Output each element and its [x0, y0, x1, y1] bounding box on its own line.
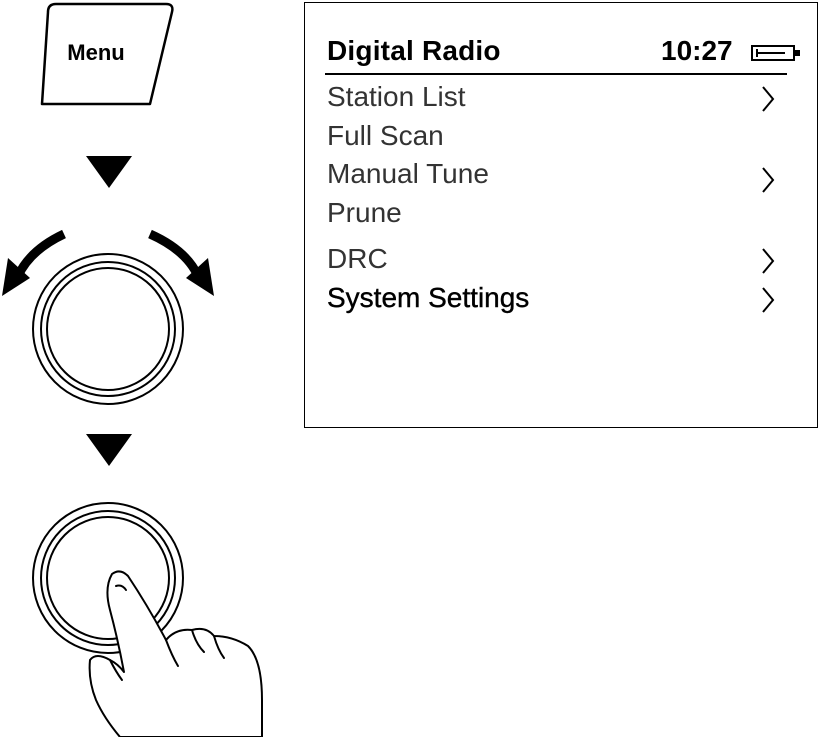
triangle-down-icon: [86, 434, 132, 466]
menu-item-label: Full Scan: [327, 120, 444, 151]
instruction-illustration: Menu: [2, 2, 263, 737]
menu-item-full-scan[interactable]: Full Scan: [327, 120, 782, 156]
menu-item-drc[interactable]: DRC: [327, 243, 782, 279]
menu-item-label: Prune: [327, 197, 402, 228]
menu-item-label: System Settings: [327, 282, 530, 313]
display-time: 10:27: [661, 35, 733, 66]
menu-item-station-list[interactable]: Station List: [327, 81, 782, 117]
radio-display: Digital Radio 10:27 Station List Full Sc…: [304, 2, 818, 428]
menu-item-label: Station List: [327, 81, 466, 112]
menu-item-label: Manual Tune: [327, 158, 489, 189]
battery-icon: [751, 45, 800, 61]
menu-button-label: Menu: [67, 40, 124, 65]
menu-item-system-settings[interactable]: System Settings: [327, 282, 782, 318]
pointing-hand-icon: [88, 570, 263, 737]
triangle-down-icon: [86, 156, 132, 188]
chevron-right-icon: [762, 86, 775, 112]
display-header: Digital Radio 10:27: [325, 33, 800, 75]
menu-list: Station List Full Scan Manual Tune Prune…: [327, 3, 797, 429]
menu-item-label: DRC: [327, 243, 388, 274]
rotate-right-arrow-icon: [148, 229, 214, 296]
display-title: Digital Radio: [327, 35, 501, 66]
chevron-right-icon: [762, 248, 775, 274]
knob-icon[interactable]: [32, 253, 184, 405]
menu-item-prune[interactable]: Prune: [327, 197, 782, 233]
chevron-right-icon: [762, 287, 775, 313]
chevron-right-icon: [762, 167, 775, 193]
rotate-left-arrow-icon: [2, 229, 66, 296]
menu-button[interactable]: Menu: [40, 2, 174, 106]
menu-item-manual-tune[interactable]: Manual Tune: [327, 158, 782, 194]
